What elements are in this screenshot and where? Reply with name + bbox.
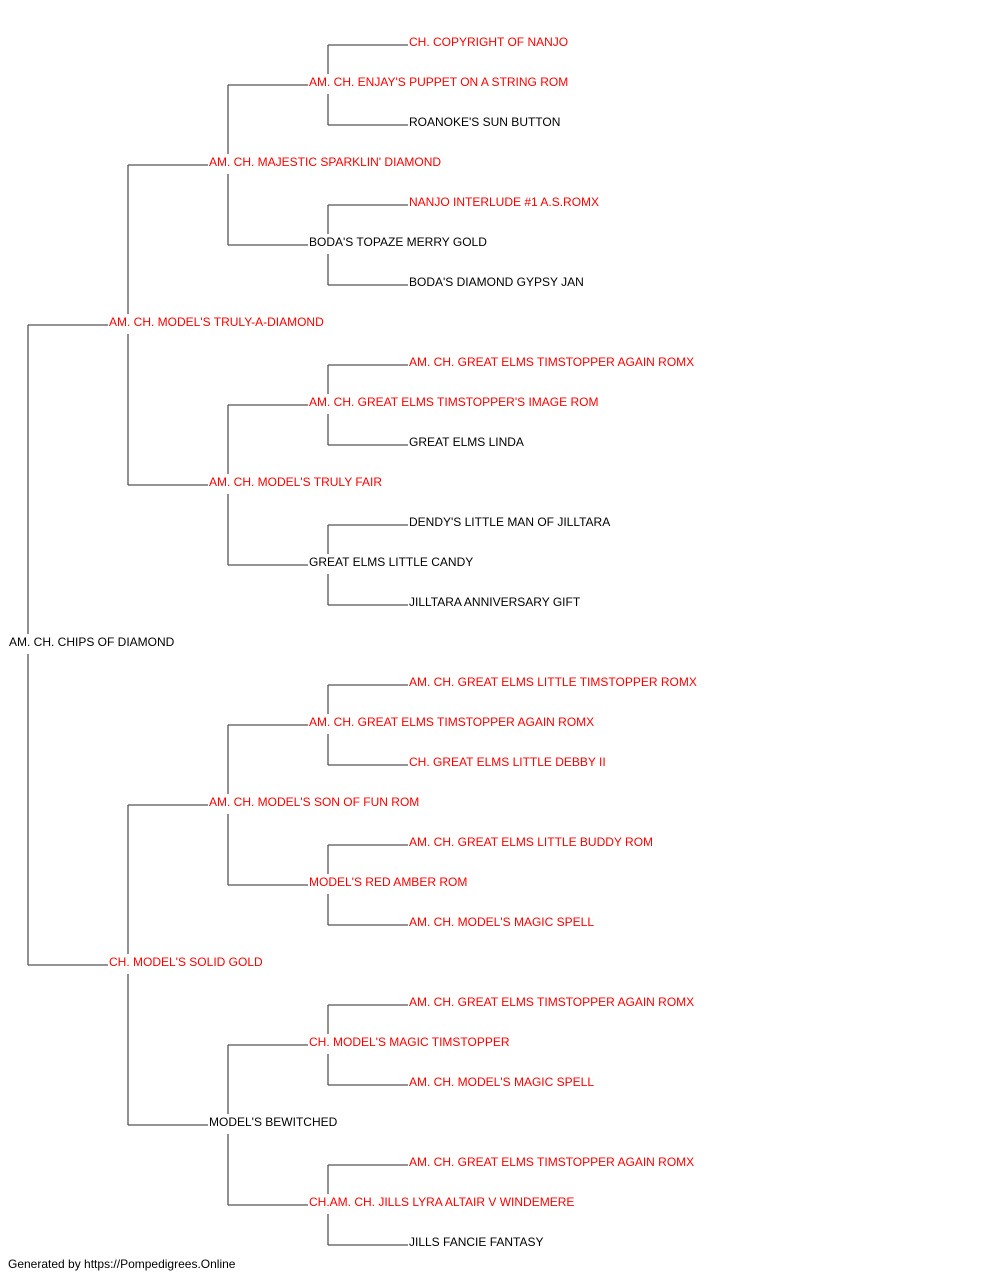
ancestor-name: AM. CH. GREAT ELMS TIMSTOPPER AGAIN ROMX: [408, 1155, 696, 1169]
ancestor-name: AM. CH. MODEL'S MAGIC SPELL: [408, 1075, 595, 1089]
ancestor-name: GREAT ELMS LITTLE CANDY: [308, 555, 475, 569]
ancestor-name: AM. CH. ENJAY'S PUPPET ON A STRING ROM: [308, 75, 570, 89]
ancestor-name: ROANOKE'S SUN BUTTON: [408, 115, 562, 129]
ancestor-name: CH. MODEL'S MAGIC TIMSTOPPER: [308, 1035, 511, 1049]
ancestor-name: JILLTARA ANNIVERSARY GIFT: [408, 595, 582, 609]
ancestor-name: AM. CH. MODEL'S MAGIC SPELL: [408, 915, 595, 929]
ancestor-name: AM. CH. GREAT ELMS TIMSTOPPER'S IMAGE RO…: [308, 395, 600, 409]
ancestor-name: BODA'S TOPAZE MERRY GOLD: [308, 235, 488, 249]
ancestor-name: AM. CH. GREAT ELMS LITTLE TIMSTOPPER ROM…: [408, 675, 698, 689]
ancestor-name: AM. CH. MODEL'S SON OF FUN ROM: [208, 795, 421, 809]
ancestor-name: GREAT ELMS LINDA: [408, 435, 525, 449]
ancestor-name: AM. CH. GREAT ELMS LITTLE BUDDY ROM: [408, 835, 655, 849]
ancestor-name: MODEL'S BEWITCHED: [208, 1115, 339, 1129]
subject-dog-name: AM. CH. CHIPS OF DIAMOND: [8, 635, 176, 649]
ancestor-name: JILLS FANCIE FANTASY: [408, 1235, 545, 1249]
ancestor-name: BODA'S DIAMOND GYPSY JAN: [408, 275, 585, 289]
ancestor-name: AM. CH. MODEL'S TRULY-A-DIAMOND: [108, 315, 325, 329]
ancestor-name: CH. COPYRIGHT OF NANJO: [408, 35, 570, 49]
ancestor-name: AM. CH. MODEL'S TRULY FAIR: [208, 475, 383, 489]
ancestor-name: CH. MODEL'S SOLID GOLD: [108, 955, 264, 969]
ancestor-name: AM. CH. GREAT ELMS TIMSTOPPER AGAIN ROMX: [408, 355, 696, 369]
ancestor-name: AM. CH. MAJESTIC SPARKLIN' DIAMOND: [208, 155, 443, 169]
footer-credit: Generated by https://Pompedigrees.Online: [8, 1257, 236, 1271]
ancestor-name: DENDY'S LITTLE MAN OF JILLTARA: [408, 515, 612, 529]
ancestor-name: CH.AM. CH. JILLS LYRA ALTAIR V WINDEMERE: [308, 1195, 576, 1209]
ancestor-name: AM. CH. GREAT ELMS TIMSTOPPER AGAIN ROMX: [408, 995, 696, 1009]
ancestor-name: MODEL'S RED AMBER ROM: [308, 875, 469, 889]
ancestor-name: NANJO INTERLUDE #1 A.S.ROMX: [408, 195, 601, 209]
ancestor-name: AM. CH. GREAT ELMS TIMSTOPPER AGAIN ROMX: [308, 715, 596, 729]
ancestor-name: CH. GREAT ELMS LITTLE DEBBY II: [408, 755, 607, 769]
